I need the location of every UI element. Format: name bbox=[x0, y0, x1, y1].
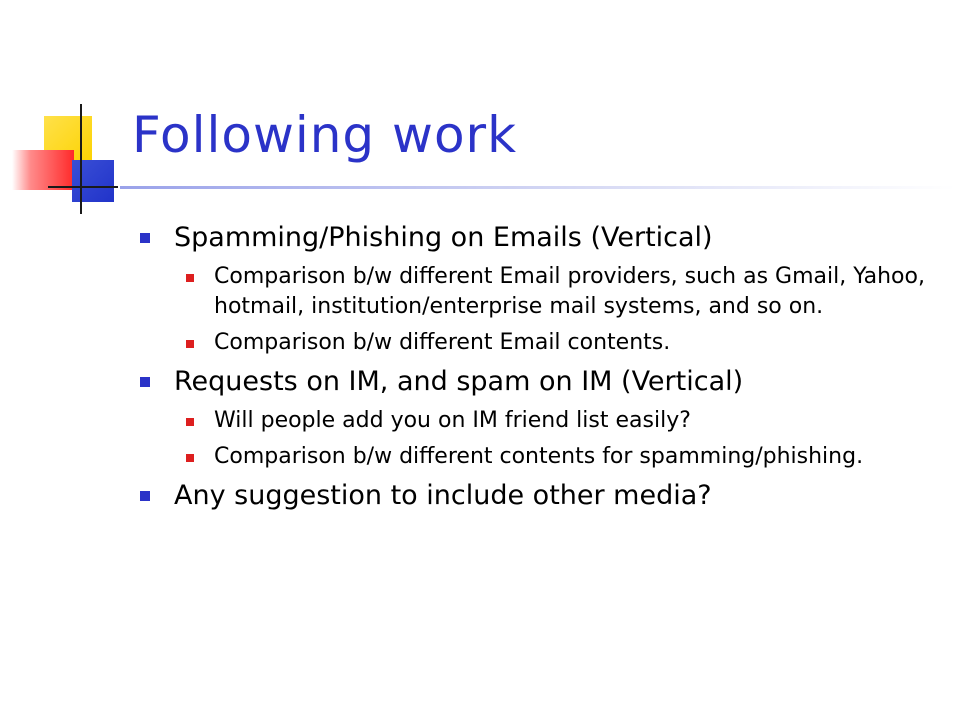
sub-bullet-item: Comparison b/w different contents for sp… bbox=[174, 442, 932, 472]
logo-vertical-line bbox=[80, 104, 82, 214]
square-bullet-icon bbox=[186, 418, 194, 426]
bullet-text: Spamming/Phishing on Emails (Vertical) bbox=[174, 222, 713, 253]
bullet-group-media: Any suggestion to include other media? bbox=[132, 478, 932, 514]
square-bullet-icon bbox=[140, 233, 150, 243]
sub-bullet-item: Comparison b/w different Email contents. bbox=[174, 328, 932, 358]
slide-title: Following work bbox=[132, 106, 518, 164]
logo-horizontal-line bbox=[48, 186, 118, 188]
bullet-item: Spamming/Phishing on Emails (Vertical) bbox=[132, 220, 932, 256]
slide-body: Spamming/Phishing on Emails (Vertical) C… bbox=[132, 214, 932, 514]
square-bullet-icon bbox=[140, 377, 150, 387]
square-bullet-icon bbox=[140, 491, 150, 501]
bullet-text: Any suggestion to include other media? bbox=[174, 480, 712, 511]
sub-bullet-item: Comparison b/w different Email providers… bbox=[174, 262, 932, 322]
logo-squares-icon bbox=[0, 0, 140, 220]
blue-square bbox=[72, 160, 114, 202]
bullet-item: Any suggestion to include other media? bbox=[132, 478, 932, 514]
bullet-item: Requests on IM, and spam on IM (Vertical… bbox=[132, 364, 932, 400]
title-underline bbox=[120, 186, 956, 189]
bullet-group-emails: Spamming/Phishing on Emails (Vertical) C… bbox=[132, 220, 932, 358]
sub-bullet-text: Comparison b/w different contents for sp… bbox=[214, 444, 864, 469]
sub-bullet-text: Comparison b/w different Email contents. bbox=[214, 330, 671, 355]
bullet-text: Requests on IM, and spam on IM (Vertical… bbox=[174, 366, 744, 397]
sub-bullet-item: Will people add you on IM friend list ea… bbox=[174, 406, 932, 436]
sub-bullet-text: Will people add you on IM friend list ea… bbox=[214, 408, 691, 433]
sub-bullet-text: Comparison b/w different Email providers… bbox=[214, 264, 925, 319]
bullet-group-im: Requests on IM, and spam on IM (Vertical… bbox=[132, 364, 932, 472]
red-square bbox=[12, 150, 74, 190]
square-bullet-icon bbox=[186, 274, 194, 282]
square-bullet-icon bbox=[186, 454, 194, 462]
square-bullet-icon bbox=[186, 340, 194, 348]
